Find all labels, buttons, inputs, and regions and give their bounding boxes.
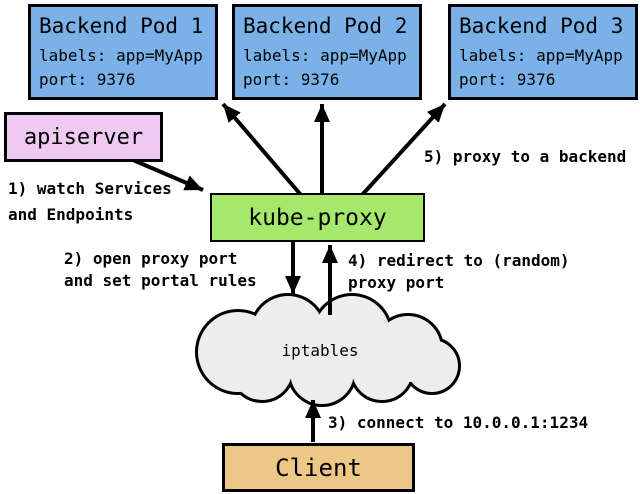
annotation-step5-proxy-to-backend: 5) proxy to a backend: [424, 147, 627, 166]
apiserver-label: apiserver: [23, 124, 144, 150]
arrow-apiserver-to-kubeproxy: [132, 158, 204, 192]
iptables-label: iptables: [281, 341, 359, 360]
pod-labels: labels: app=MyApp: [243, 46, 407, 65]
kube-proxy-label: kube-proxy: [248, 204, 387, 231]
pod-title: Backend Pod 3: [459, 14, 624, 38]
pod-labels: labels: app=MyApp: [459, 46, 623, 65]
kube-proxy-box: kube-proxy: [210, 193, 425, 242]
client-box: Client: [222, 443, 415, 492]
backend-pod-3-box: Backend Pod 3 labels: app=MyApp port: 93…: [448, 4, 638, 100]
pod-port: port: 9376: [39, 70, 136, 89]
arrow-kubeproxy-to-pod3: [360, 102, 447, 197]
pod-port: port: 9376: [243, 70, 340, 89]
annotation-step1-watch-services: 1) watch Services and Endpoints: [8, 179, 172, 224]
pod-title: Backend Pod 1: [39, 14, 204, 38]
annotation-step4-redirect: 4) redirect to (random) proxy port: [348, 251, 570, 292]
arrow-kubeproxy-to-pod1: [221, 102, 303, 197]
client-label: Client: [275, 453, 362, 482]
backend-pod-2-box: Backend Pod 2 labels: app=MyApp port: 93…: [232, 4, 422, 100]
apiserver-box: apiserver: [4, 112, 163, 162]
annotation-step3-connect: 3) connect to 10.0.0.1:1234: [328, 413, 589, 432]
pod-title: Backend Pod 2: [243, 14, 408, 38]
pod-port: port: 9376: [459, 70, 556, 89]
annotation-step2-open-proxy-port: 2) open proxy port and set portal rules: [64, 249, 257, 290]
pod-labels: labels: app=MyApp: [39, 46, 203, 65]
backend-pod-1-box: Backend Pod 1 labels: app=MyApp port: 93…: [28, 4, 218, 100]
